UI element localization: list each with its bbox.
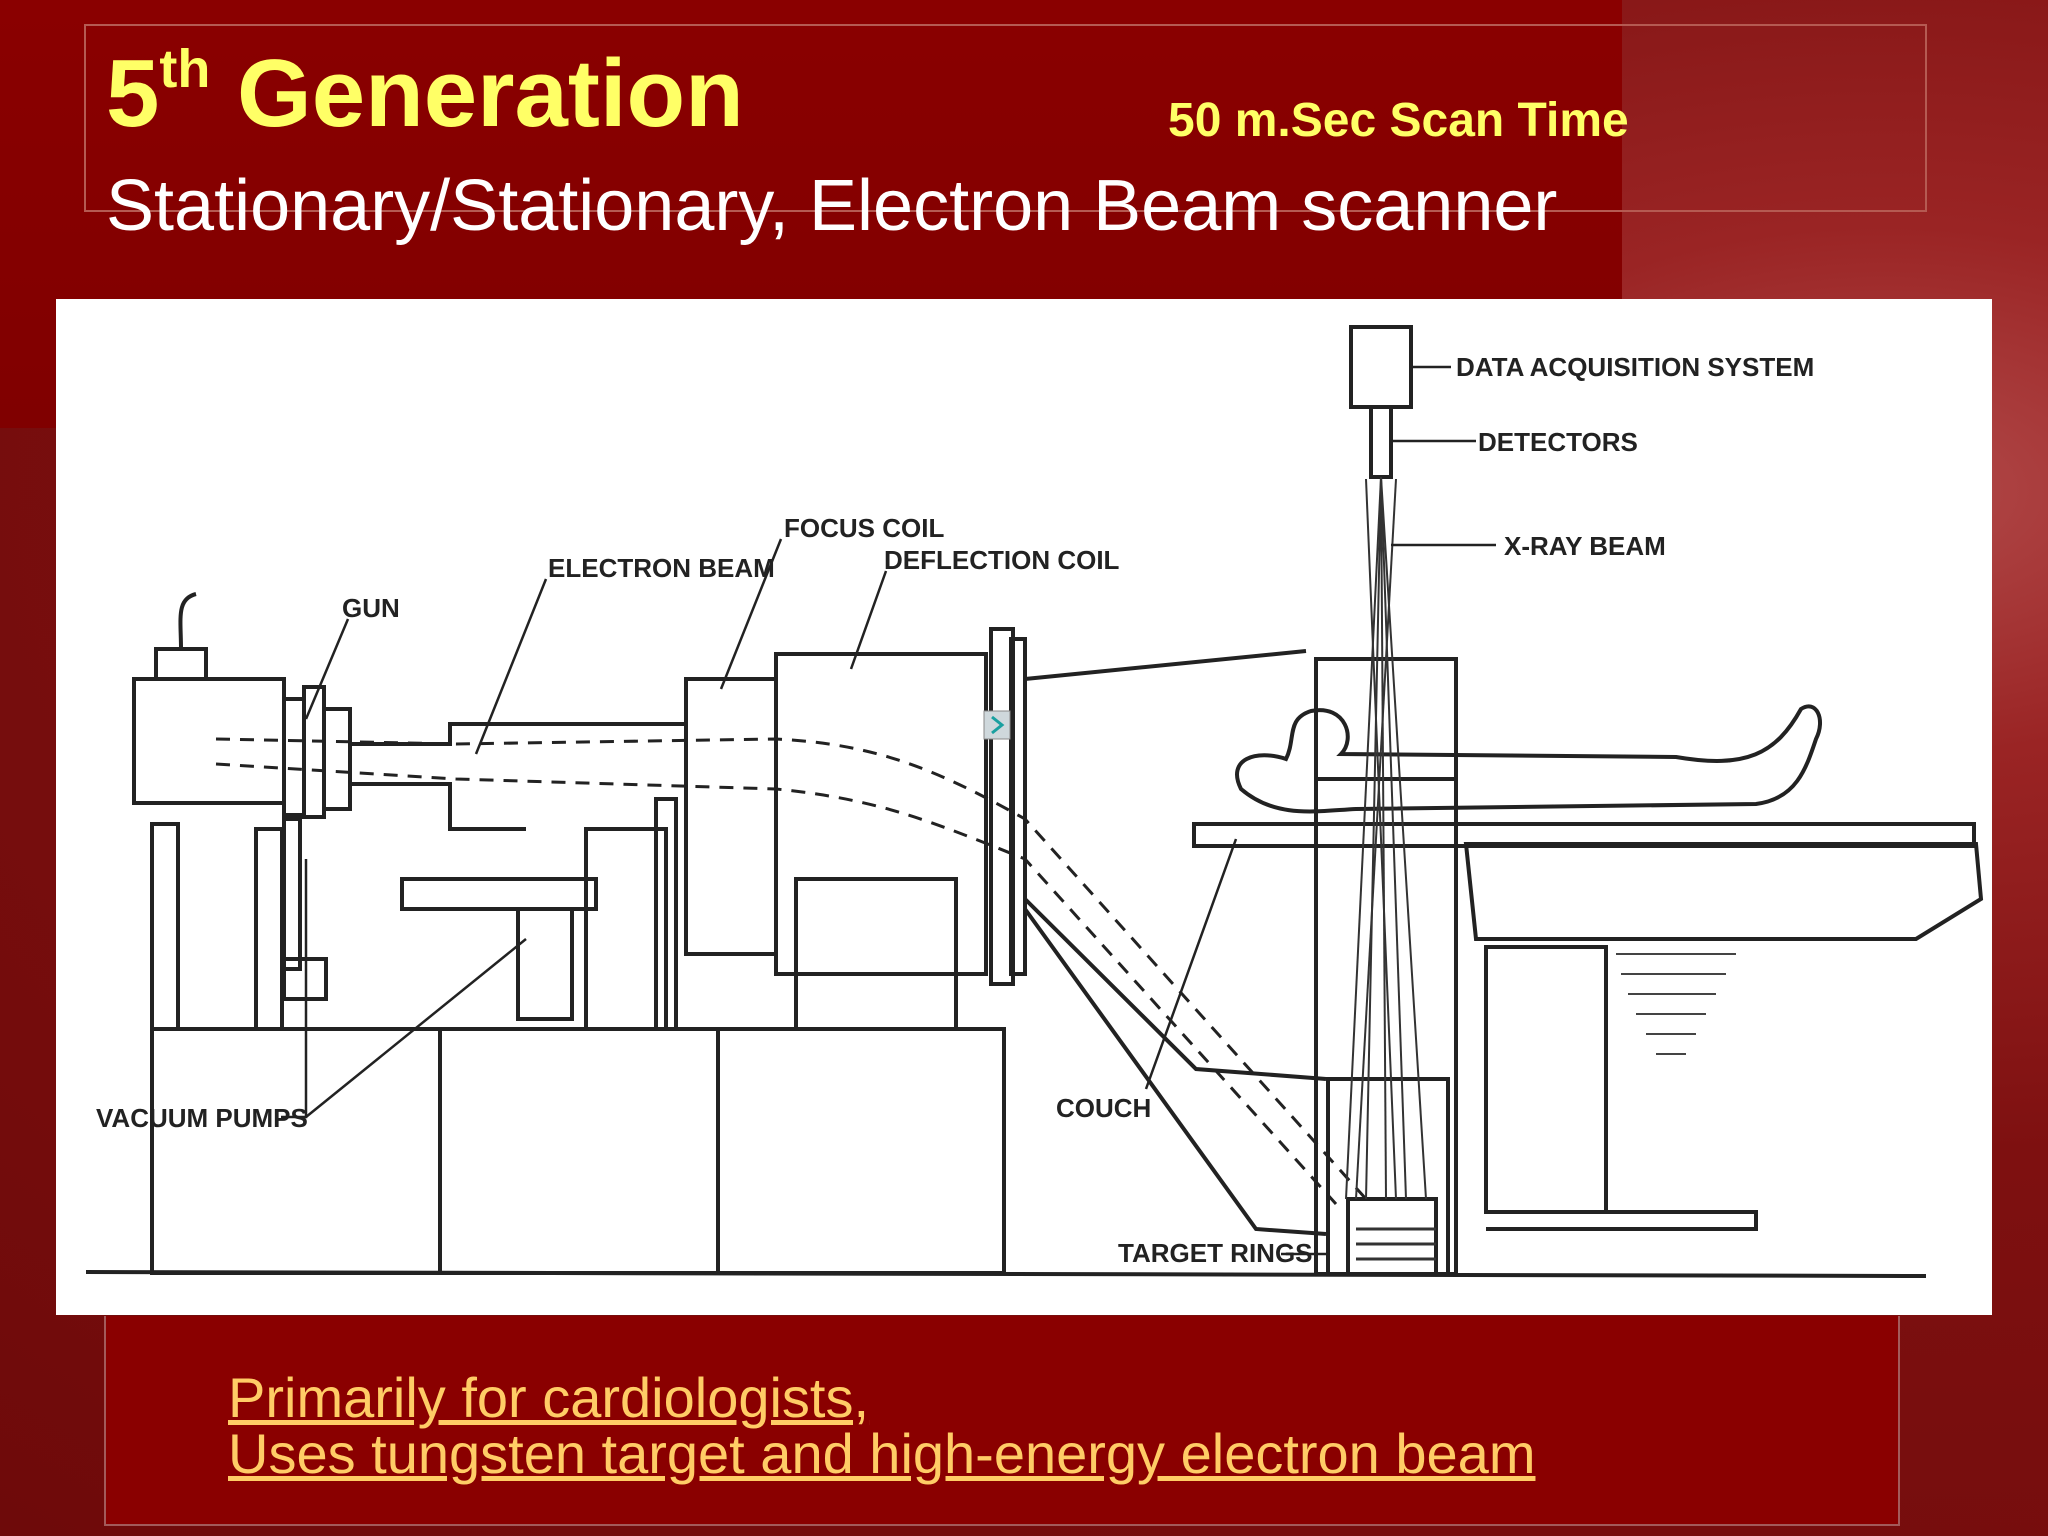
label-deflection-coil: DEFLECTION COIL bbox=[884, 545, 1120, 575]
bullet-item-tungsten[interactable]: Uses tungsten target and high-energy ele… bbox=[228, 1422, 1536, 1485]
label-couch: COUCH bbox=[1056, 1093, 1151, 1123]
bullet-item-cardiologists[interactable]: Primarily for cardiologists, bbox=[228, 1366, 870, 1429]
label-gun: GUN bbox=[342, 593, 400, 623]
label-target-rings: TARGET RINGS bbox=[1118, 1238, 1313, 1268]
slide-title: 5th Generation bbox=[106, 42, 744, 142]
bullet-frame bbox=[104, 1316, 1900, 1526]
cursor-marker-icon bbox=[983, 710, 1011, 740]
scan-time-label: 50 m.Sec Scan Time bbox=[1168, 94, 1629, 147]
title-word: Generation bbox=[237, 40, 744, 147]
title-frame bbox=[84, 24, 1927, 212]
slide-subtitle: Stationary/Stationary, Electron Beam sca… bbox=[106, 166, 1558, 246]
label-focus-coil: FOCUS COIL bbox=[784, 513, 944, 543]
target-rings-hatch bbox=[1356, 1227, 1436, 1261]
title-superscript: th bbox=[159, 39, 211, 99]
bullet-list: Primarily for cardiologists, Uses tungst… bbox=[228, 1370, 1535, 1482]
leader-lines bbox=[281, 365, 1496, 1256]
couch-base-hatch bbox=[1616, 953, 1736, 1055]
scanner-diagram-svg: DATA ACQUISITION SYSTEM DETECTORS X-RAY … bbox=[85, 325, 1984, 1278]
label-electron-beam: ELECTRON BEAM bbox=[548, 553, 775, 583]
label-vacuum-pumps: VACUUM PUMPS bbox=[96, 1103, 308, 1133]
label-xray-beam: X-RAY BEAM bbox=[1504, 531, 1666, 561]
scanner-diagram: DATA ACQUISITION SYSTEM DETECTORS X-RAY … bbox=[56, 299, 1992, 1315]
label-data-acquisition: DATA ACQUISITION SYSTEM bbox=[1456, 352, 1814, 382]
cursor-arrow-icon bbox=[991, 715, 1005, 735]
title-number: 5 bbox=[106, 40, 160, 147]
electron-beam-paths bbox=[215, 737, 1368, 1206]
diagram-structure bbox=[85, 325, 1984, 1278]
label-detectors: DETECTORS bbox=[1478, 427, 1638, 457]
xray-fan-beam bbox=[1345, 476, 1427, 1200]
